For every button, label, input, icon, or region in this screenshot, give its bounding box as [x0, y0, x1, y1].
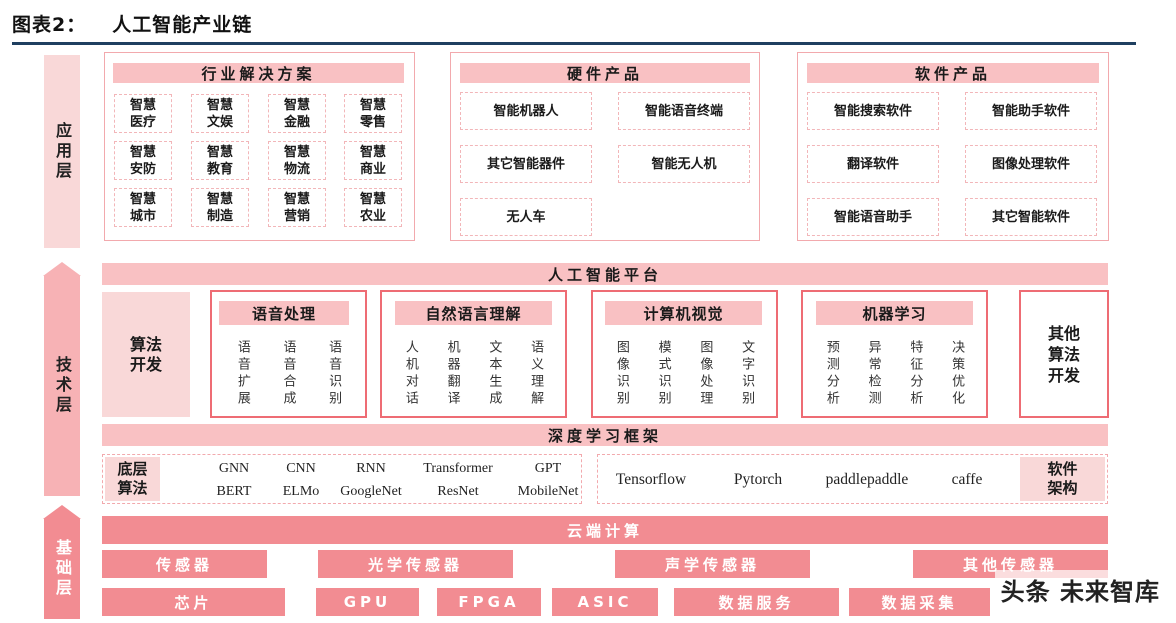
foundation-arrow-head — [43, 505, 81, 519]
tech-module-item: 决策优化 — [949, 340, 965, 408]
base-algorithm-item: GoogleNet — [340, 484, 402, 499]
tech-module-item: 语音识别 — [326, 340, 342, 408]
ai-platform-band: 人工智能平台 — [102, 263, 1108, 285]
foundation-chip-item: FPGA — [437, 588, 541, 616]
hardware-panel — [450, 52, 760, 241]
software-item: 其它智能软件 — [965, 198, 1097, 236]
hardware-item: 智能无人机 — [618, 145, 750, 183]
cloud-computing-band: 云端计算 — [102, 516, 1108, 544]
foundation-chip-item: 数据服务 — [674, 588, 839, 616]
hardware-title: 硬件产品 — [460, 63, 750, 83]
industry-item: 智慧 城市 — [114, 188, 172, 227]
base-algorithm-item: GNN — [218, 461, 250, 476]
software-arch-block: 软件 架构 — [1020, 457, 1105, 501]
base-algorithm-item: ResNet — [437, 484, 479, 499]
foundation-chip-item: GPU — [316, 588, 419, 616]
software-arch-item: caffe — [951, 471, 983, 488]
industry-item: 智慧 文娱 — [191, 94, 249, 133]
foundation-chip-item: 数据采集 — [849, 588, 990, 616]
tech-module-item: 机器翻译 — [444, 340, 460, 408]
layer-technology-label: 技术层 — [53, 356, 72, 416]
software-item: 智能助手软件 — [965, 92, 1097, 130]
other-algorithm-block: 其他 算法 开发 — [1019, 290, 1109, 418]
tech-module-title: 自然语言理解 — [395, 301, 552, 325]
tech-module-title: 机器学习 — [816, 301, 973, 325]
foundation-chip-item: ASIC — [552, 588, 658, 616]
foundation-chip-item: 芯片 — [102, 588, 285, 616]
tech-module-item: 文字识别 — [739, 340, 755, 408]
tech-module-item: 文本生成 — [486, 340, 502, 408]
figure-title: 图表2： 人工智能产业链 — [12, 10, 252, 37]
industry-item: 智慧 教育 — [191, 141, 249, 180]
layer-application-label: 应用层 — [53, 121, 72, 182]
foundation-sensor-item: 光学传感器 — [318, 550, 513, 578]
software-item: 智能语音助手 — [807, 198, 939, 236]
title-rule — [12, 42, 1136, 45]
hardware-item: 智能机器人 — [460, 92, 592, 130]
base-algorithm-label: 底层 算法 — [117, 460, 148, 497]
base-algorithm-item: MobileNet — [517, 484, 579, 499]
industry-item: 智慧 金融 — [268, 94, 326, 133]
tech-arrow — [43, 262, 81, 276]
base-algorithm-item: BERT — [216, 484, 252, 499]
tech-arrow-head — [43, 262, 81, 276]
hardware-item: 其它智能器件 — [460, 145, 592, 183]
industry-title: 行业解决方案 — [113, 63, 404, 83]
foundation-sensor-item: 传感器 — [102, 550, 267, 578]
algorithm-dev-label: 算法 开发 — [129, 334, 162, 374]
tech-module-item: 语音合成 — [280, 340, 296, 408]
figure-title-text: 人工智能产业链 — [112, 14, 253, 36]
software-arch-label: 软件 架构 — [1047, 460, 1078, 497]
layer-technology: 技术层 — [44, 276, 80, 496]
base-algorithm-block: 底层 算法 — [105, 457, 160, 501]
tech-module-item: 图像识别 — [613, 340, 629, 408]
software-arch-panel — [597, 454, 1108, 504]
algorithm-dev-block: 算法 开发 — [102, 292, 190, 417]
software-arch-item: paddlepaddle — [825, 471, 909, 488]
tech-module-item: 模式识别 — [655, 340, 671, 408]
tech-module-item: 人机对话 — [402, 340, 418, 408]
tech-module-item: 语义理解 — [528, 340, 544, 408]
dl-framework-band: 深度学习框架 — [102, 424, 1108, 446]
figure-label: 图表2： — [12, 14, 87, 36]
industry-item: 智慧 物流 — [268, 141, 326, 180]
tech-module-item: 预测分析 — [823, 340, 839, 408]
foundation-sensor-item: 声学传感器 — [615, 550, 810, 578]
base-algorithm-item: CNN — [286, 461, 316, 476]
tech-module-item: 特征分析 — [907, 340, 923, 408]
base-algorithm-item: ELMo — [282, 484, 320, 499]
layer-foundation-label: 基础层 — [53, 539, 72, 599]
base-algorithm-panel — [102, 454, 582, 504]
tech-module-title: 计算机视觉 — [605, 301, 762, 325]
industry-item: 智慧 营销 — [268, 188, 326, 227]
tech-module-item: 图像处理 — [697, 340, 713, 408]
tech-module-item: 语音扩展 — [234, 340, 250, 408]
watermark: 头条 未来智库 — [994, 570, 1166, 609]
software-arch-item: Tensorflow — [615, 471, 687, 488]
hardware-item: 智能语音终端 — [618, 92, 750, 130]
software-item: 图像处理软件 — [965, 145, 1097, 183]
hardware-item: 无人车 — [460, 198, 592, 236]
tech-module-item: 异常检测 — [865, 340, 881, 408]
foundation-arrow — [43, 505, 81, 519]
other-algorithm-label: 其他 算法 开发 — [1047, 323, 1080, 385]
industry-item: 智慧 制造 — [191, 188, 249, 227]
industry-item: 智慧 农业 — [344, 188, 402, 227]
software-item: 智能搜索软件 — [807, 92, 939, 130]
software-arch-item: Pytorch — [733, 471, 783, 488]
tech-module-title: 语音处理 — [219, 301, 349, 325]
industry-item: 智慧 医疗 — [114, 94, 172, 133]
industry-item: 智慧 安防 — [114, 141, 172, 180]
industry-item: 智慧 商业 — [344, 141, 402, 180]
base-algorithm-item: GPT — [534, 461, 562, 476]
software-panel — [797, 52, 1109, 241]
software-title: 软件产品 — [807, 63, 1099, 83]
layer-foundation: 基础层 — [44, 519, 80, 619]
industry-item: 智慧 零售 — [344, 94, 402, 133]
software-item: 翻译软件 — [807, 145, 939, 183]
industry-panel — [104, 52, 415, 241]
layer-application: 应用层 — [44, 55, 80, 248]
base-algorithm-item: Transformer — [423, 461, 493, 476]
base-algorithm-item: RNN — [356, 461, 386, 476]
